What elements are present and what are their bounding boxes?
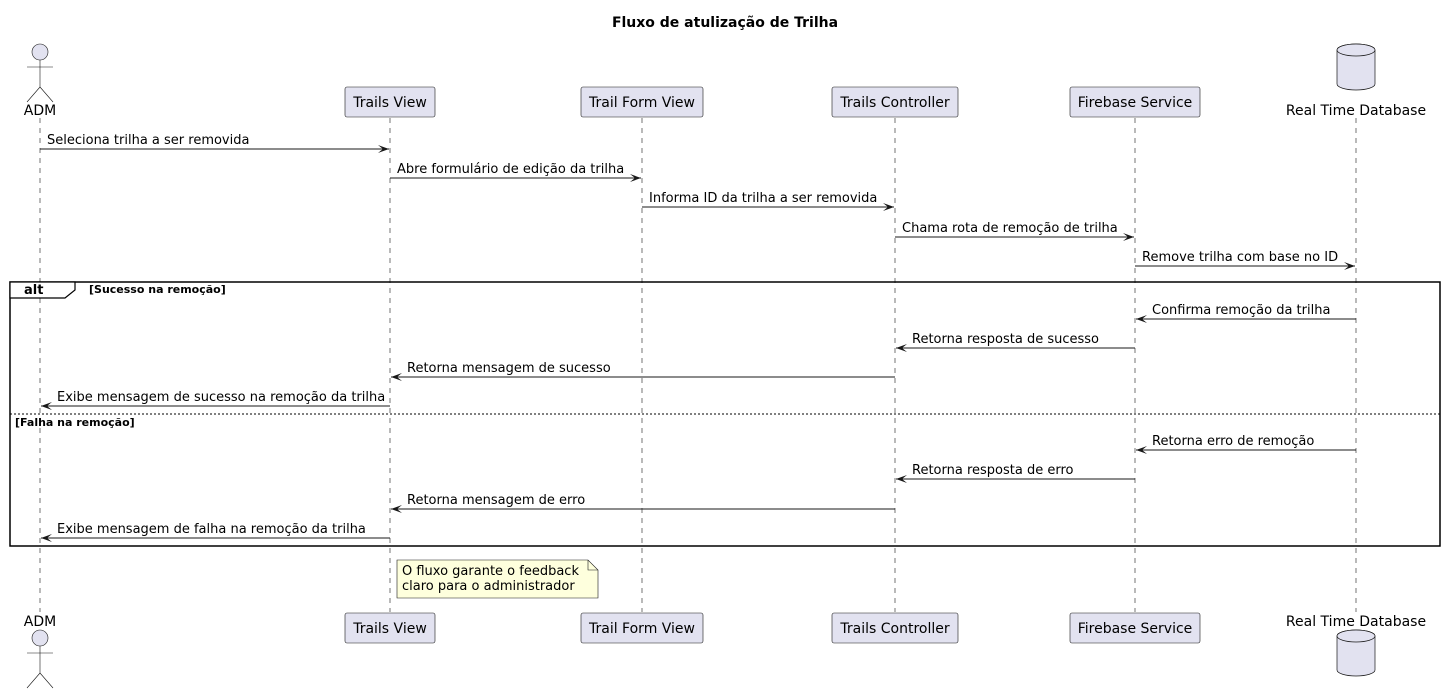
message-arrowhead bbox=[1123, 233, 1134, 241]
message-alt0-1: Confirma remoção da trilha bbox=[1136, 303, 1356, 323]
message-alt1-4: Exibe mensagem de falha na remoção da tr… bbox=[41, 522, 390, 542]
message-arrowhead bbox=[1344, 262, 1355, 270]
alt-fragment: alt [Sucesso na remoção] [Falha na remoç… bbox=[9, 281, 1441, 547]
participant-box bbox=[580, 86, 704, 118]
participant-label: Firebase Service bbox=[1078, 621, 1193, 637]
message-2: Abre formulário de edição da trilha bbox=[390, 162, 641, 182]
message-5: Remove trilha com base no ID bbox=[1135, 250, 1355, 270]
participant-box bbox=[1069, 612, 1201, 644]
message-alt0-2: Retorna resposta de sucesso bbox=[896, 332, 1135, 352]
participant-firebase-service-top: Firebase Service bbox=[1069, 86, 1201, 118]
message-label: Informa ID da trilha a ser removida bbox=[649, 191, 877, 206]
participant-trail-form-view-bottom: Trail Form View bbox=[580, 612, 704, 644]
message-1: Seleciona trilha a ser removida bbox=[40, 133, 389, 153]
participant-trails-controller-top: Trails Controller bbox=[831, 86, 959, 118]
message-label: Chama rota de remoção de trilha bbox=[902, 221, 1118, 236]
participant-trails-controller-bottom: Trails Controller bbox=[831, 612, 959, 644]
lifelines bbox=[39, 118, 1357, 612]
participant-box bbox=[831, 86, 959, 118]
database-top: Real Time Database bbox=[1286, 43, 1426, 119]
message-arrowhead bbox=[1136, 446, 1147, 454]
alt-frame bbox=[9, 281, 1441, 547]
actor-icon bbox=[31, 629, 49, 647]
diagram-title: Fluxo de atulização de Trilha bbox=[612, 15, 838, 31]
alt-guard-success: [Sucesso na remoção] bbox=[89, 283, 226, 296]
participant-trails-view-top: Trails View bbox=[344, 86, 436, 118]
participant-label: Real Time Database bbox=[1286, 614, 1426, 630]
message-arrowhead bbox=[391, 505, 402, 513]
message-alt1-3: Retorna mensagem de erro bbox=[391, 493, 895, 513]
participant-label: ADM bbox=[24, 103, 56, 119]
participant-label: Trails Controller bbox=[839, 95, 949, 111]
message-label: Retorna mensagem de erro bbox=[407, 493, 585, 508]
actor-body bbox=[26, 60, 54, 103]
participant-label: Trails Controller bbox=[839, 621, 949, 637]
message-arrowhead bbox=[883, 203, 894, 211]
message-alt1-1: Retorna erro de remoção bbox=[1136, 434, 1356, 454]
participant-trails-view-bottom: Trails View bbox=[344, 612, 436, 644]
note-line-2: claro para o administrador bbox=[402, 579, 575, 594]
message-arrowhead bbox=[1136, 315, 1147, 323]
participant-label: Real Time Database bbox=[1286, 103, 1426, 119]
message-arrowhead bbox=[896, 344, 907, 352]
alt-guard-failure: [Falha na remoção] bbox=[15, 416, 135, 429]
message-3: Informa ID da trilha a ser removida bbox=[642, 191, 894, 211]
message-arrowhead bbox=[896, 475, 907, 483]
database-bottom: Real Time Database bbox=[1286, 614, 1426, 677]
actor-icon bbox=[31, 43, 49, 61]
participant-box bbox=[1069, 86, 1201, 118]
participant-label: ADM bbox=[24, 614, 56, 630]
participant-box bbox=[580, 612, 704, 644]
message-label: Retorna resposta de sucesso bbox=[912, 332, 1099, 347]
message-arrowhead bbox=[41, 402, 52, 410]
note-line-1: O fluxo garante o feedback bbox=[402, 564, 579, 579]
message-label: Remove trilha com base no ID bbox=[1142, 250, 1338, 265]
message-label: Abre formulário de edição da trilha bbox=[397, 162, 624, 177]
note-fold bbox=[587, 560, 598, 571]
message-label: Retorna mensagem de sucesso bbox=[407, 361, 611, 376]
message-label: Retorna resposta de erro bbox=[912, 463, 1074, 478]
message-4: Chama rota de remoção de trilha bbox=[895, 221, 1134, 241]
message-label: Confirma remoção da trilha bbox=[1152, 303, 1330, 318]
participant-label: Trails View bbox=[352, 95, 427, 111]
actor-bottom: ADM bbox=[24, 614, 56, 689]
actor-top: ADM bbox=[24, 43, 56, 119]
database-lid bbox=[1336, 43, 1376, 57]
alt-keyword: alt bbox=[24, 283, 43, 298]
participant-box bbox=[344, 86, 436, 118]
message-label: Retorna erro de remoção bbox=[1152, 434, 1314, 449]
participant-label: Trails View bbox=[352, 621, 427, 637]
participant-label: Firebase Service bbox=[1078, 95, 1193, 111]
message-arrowhead bbox=[391, 373, 402, 381]
participant-box bbox=[344, 612, 436, 644]
alt-tab bbox=[9, 281, 76, 299]
participant-label: Trail Form View bbox=[588, 95, 695, 111]
message-alt1-2: Retorna resposta de erro bbox=[896, 463, 1135, 483]
message-arrowhead bbox=[378, 145, 389, 153]
message-label: Exibe mensagem de falha na remoção da tr… bbox=[57, 522, 366, 537]
database-lid bbox=[1336, 629, 1376, 643]
participant-label: Trail Form View bbox=[588, 621, 695, 637]
note: O fluxo garante o feedback claro para o … bbox=[396, 559, 599, 599]
message-arrowhead bbox=[630, 174, 641, 182]
message-arrowhead bbox=[41, 534, 52, 542]
participant-firebase-service-bottom: Firebase Service bbox=[1069, 612, 1201, 644]
message-alt0-4: Exibe mensagem de sucesso na remoção da … bbox=[41, 390, 390, 410]
participant-box bbox=[831, 612, 959, 644]
message-alt0-3: Retorna mensagem de sucesso bbox=[391, 361, 895, 381]
message-label: Exibe mensagem de sucesso na remoção da … bbox=[57, 390, 385, 405]
note-box bbox=[396, 559, 599, 599]
actor-body bbox=[26, 646, 54, 689]
participant-trail-form-view-top: Trail Form View bbox=[580, 86, 704, 118]
message-label: Seleciona trilha a ser removida bbox=[47, 133, 249, 148]
